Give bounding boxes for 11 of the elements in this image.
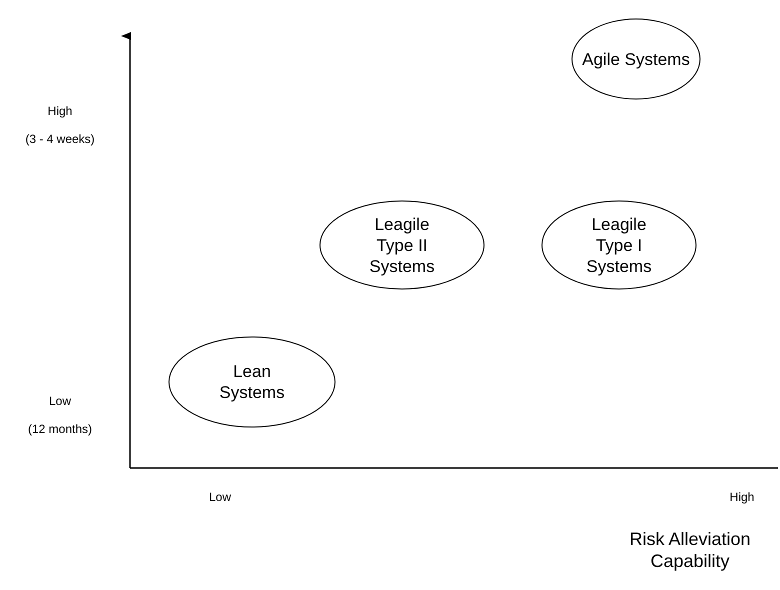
node-label: Lean Systems — [218, 361, 286, 403]
axis-tick-note: (3 - 4 weeks) — [25, 132, 95, 146]
node-label: Leagile Type II Systems — [368, 214, 436, 276]
node-label: Agile Systems — [582, 48, 690, 70]
axis-tick-label: High — [48, 104, 72, 118]
axis-title: Risk Alleviation Capability — [628, 528, 752, 572]
node-label: Leagile Type I Systems — [585, 214, 653, 276]
axis-tick-label: Low — [49, 394, 71, 408]
axis-tick-label: Low — [209, 490, 231, 504]
axis-tick-label: High — [730, 490, 754, 504]
axis-tick-note: (12 months) — [28, 422, 92, 436]
